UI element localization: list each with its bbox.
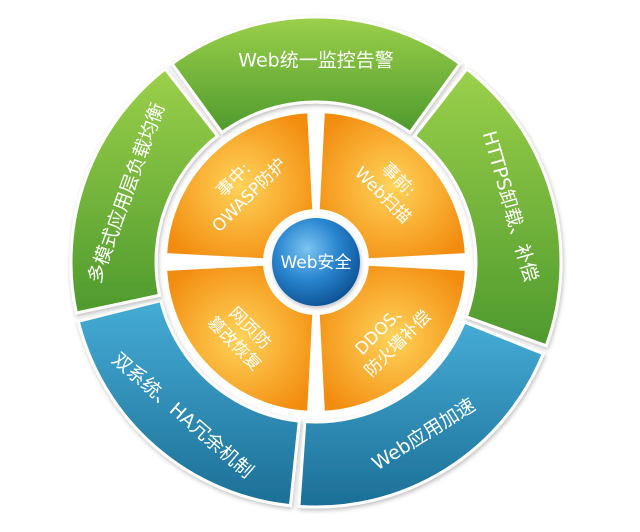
inner-quadrant-shape — [165, 263, 315, 413]
outer-segment-right: HTTPS卸载、补偿 — [412, 66, 563, 348]
inner-quadrant-top-left: 事中:OWASP防护 — [165, 111, 315, 261]
outer-segment-shape — [297, 319, 546, 509]
inner-quadrant-bottom-right: DDOS、防火墙补偿 — [317, 263, 467, 413]
outer-segment-bottom-right: Web应用加速 — [297, 319, 546, 509]
outer-segment-shape — [169, 15, 463, 135]
inner-quadrant-shape — [165, 111, 315, 261]
outer-segment-shape — [76, 298, 301, 508]
outer-segment-shape — [69, 66, 220, 315]
inner-ring: 事中:OWASP防护事前:Web扫描DDOS、防火墙补偿网页防篡改恢复 — [165, 111, 467, 413]
center-circle: Web安全 — [266, 212, 366, 312]
inner-quadrant-top-right: 事前:Web扫描 — [317, 111, 467, 261]
outer-segment-top: Web统一监控告警 — [169, 15, 463, 135]
outer-segment-shape — [412, 66, 563, 348]
inner-quadrant-bottom-left: 网页防篡改恢复 — [165, 263, 315, 413]
inner-quadrant-shape — [317, 263, 467, 413]
inner-quadrant-shape — [317, 111, 467, 261]
outer-segment-label: Web统一监控告警 — [238, 50, 393, 72]
center-label: Web安全 — [280, 253, 351, 273]
